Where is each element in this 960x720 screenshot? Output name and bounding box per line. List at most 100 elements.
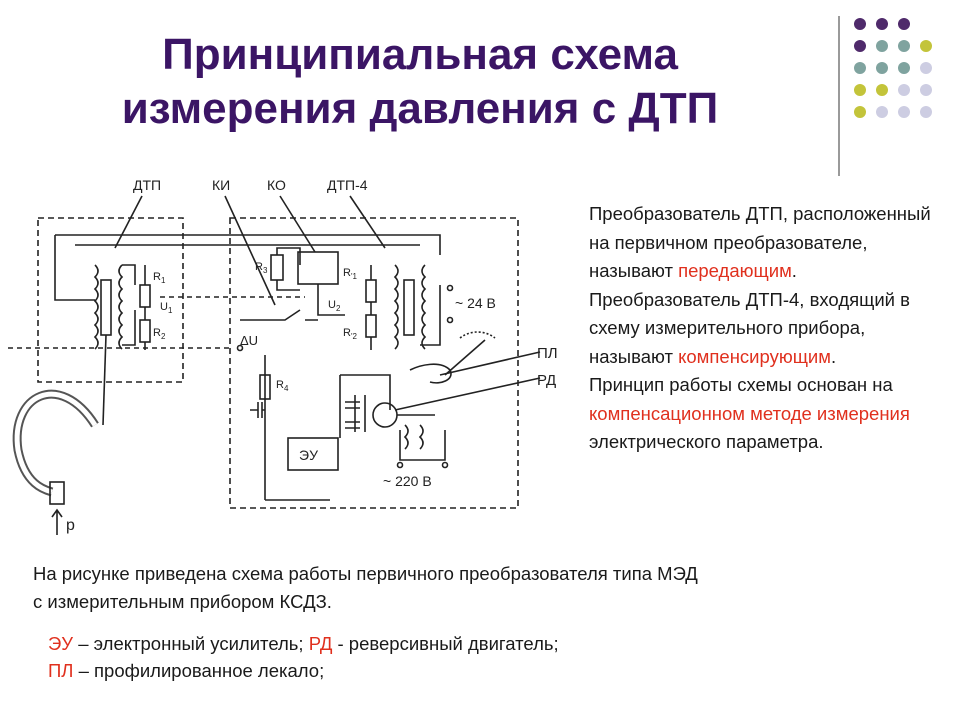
description-p3-text: Принцип работы схемы основан на	[589, 374, 893, 395]
top-bus	[55, 234, 441, 255]
ki-leader	[224, 195, 276, 306]
term-transmitting: передающим	[678, 260, 792, 281]
left-bus	[54, 235, 95, 301]
terminal-220v-a	[396, 461, 404, 469]
figure-caption: На рисунке приведена схема работы первич…	[33, 560, 933, 616]
label-r3-sub: 3	[263, 266, 268, 275]
dtp-core	[100, 279, 112, 336]
description-p2-end: .	[830, 345, 837, 367]
label-eu: ЭУ	[299, 447, 318, 463]
label-u2: U	[328, 299, 336, 311]
amp-output-wiring	[339, 374, 391, 438]
label-ki: КИ	[212, 177, 230, 193]
ko-block	[297, 251, 339, 285]
label-du: ΔU	[240, 333, 258, 348]
dtp-secondary-coil	[118, 264, 124, 350]
decorative-dot-grid	[854, 18, 932, 118]
dot-row-2	[854, 40, 932, 52]
bourdon-tube-inner	[14, 391, 98, 495]
resistor-r3	[270, 254, 284, 281]
label-r2-prime-sub: '2	[351, 332, 358, 341]
plunger-rod	[102, 334, 107, 426]
motor-windings	[403, 424, 424, 450]
input-capacitor	[250, 402, 265, 418]
description-p1-end: .	[791, 260, 797, 281]
label-r2: R	[153, 327, 161, 339]
label-u1-sub: 1	[168, 306, 173, 315]
lower-left-wire	[264, 355, 330, 501]
legend-pl-abbr: ПЛ	[48, 660, 74, 681]
label-r4-sub: 4	[284, 384, 289, 393]
description-paragraph-3: Принцип работы схемы основан на компенса…	[589, 371, 954, 457]
label-u1: U	[160, 301, 168, 313]
right-bus	[420, 285, 441, 346]
label-u2-sub: 2	[336, 304, 341, 313]
terminal-24v-a	[446, 284, 454, 292]
label-r1-sub: 1	[161, 276, 166, 285]
abbreviation-legend: ЭУ – электронный усилитель; РД - реверси…	[48, 630, 928, 684]
resistor-r4	[259, 374, 271, 400]
legend-rd-text: - реверсивный двигатель;	[332, 633, 559, 654]
resistor-r1-prime	[365, 279, 377, 303]
circuit-schematic: ДТП КИ КО ДТП-4 R 1 U 1 R 2 р R 3 R '1 U…	[8, 177, 558, 535]
reversible-motor	[372, 402, 398, 428]
dtp-output-wires	[122, 264, 136, 346]
legend-line-1: ЭУ – электронный усилитель; РД - реверси…	[48, 630, 928, 657]
dot-row-3	[854, 62, 932, 74]
label-pl: ПЛ	[537, 345, 558, 362]
label-dtp: ДТП	[133, 177, 161, 193]
label-ko: КО	[267, 177, 286, 193]
dot-row-4	[854, 84, 932, 96]
dtp4-core	[403, 279, 415, 336]
title-line-1: Принципиальная схема	[162, 30, 678, 79]
label-rd: РД	[537, 372, 556, 389]
label-r1-prime-sub: '1	[351, 272, 358, 281]
label-p: р	[66, 517, 75, 534]
legend-eu-text: – электронный усилитель;	[73, 633, 309, 654]
term-compensation-method: компенсационном методе измерения	[589, 402, 910, 424]
dtp-leader	[114, 195, 143, 249]
amplifier-block	[287, 437, 339, 471]
rd-leader	[394, 377, 541, 411]
phase-capacitors	[345, 401, 360, 429]
pressure-arrow	[51, 508, 63, 535]
description-paragraph-2: Преобразователь ДТП-4, входящий в схему …	[589, 286, 954, 372]
legend-pl-text: – профилированное лекало;	[73, 660, 325, 681]
instrument-enclosure	[229, 217, 519, 509]
dot-row-5	[854, 106, 932, 118]
ki-switch	[240, 309, 318, 321]
legend-line-2: ПЛ – профилированное лекало;	[48, 657, 928, 684]
terminal-24v-b	[446, 316, 454, 324]
pressure-fitting	[49, 481, 65, 505]
legend-rd-abbr: РД	[308, 633, 333, 654]
description-p3-end: электрического параметра.	[589, 431, 824, 452]
label-r1-prime: R	[343, 267, 351, 279]
label-r1: R	[153, 271, 161, 283]
resistor-r2	[139, 319, 151, 343]
label-r4: R	[276, 379, 284, 391]
title-line-2: измерения давления с ДТП	[121, 84, 719, 133]
terminal-220v-b	[441, 461, 449, 469]
motor-supply-wires	[399, 430, 446, 461]
description-p1-text: Преобразователь ДТП, расположенный на пе…	[589, 203, 931, 281]
ko-output	[317, 284, 345, 316]
pl-leader	[439, 351, 541, 376]
slide-title: Принципиальная схема измерения давления …	[60, 28, 780, 136]
description-paragraph-1: Преобразователь ДТП, расположенный на пе…	[589, 200, 954, 286]
label-r3: R	[255, 261, 263, 273]
label-r2-sub: 2	[161, 332, 166, 341]
dtp-primary-coil	[93, 264, 99, 350]
term-compensating: компенсирующим	[678, 345, 831, 367]
dot-row-1	[854, 18, 910, 30]
legend-eu-abbr: ЭУ	[48, 633, 74, 654]
label-dtp4: ДТП-4	[327, 177, 368, 193]
dtp4-primary-coil	[421, 264, 427, 350]
dtp4-secondary-coil	[393, 264, 399, 350]
label-24v: ~ 24 В	[455, 295, 496, 311]
title-divider	[838, 16, 840, 176]
scale-arc	[459, 331, 496, 339]
caption-line-1: На рисунке приведена схема работы первич…	[33, 563, 698, 584]
resistor-r2-prime	[365, 314, 377, 338]
description-text: Преобразователь ДТП, расположенный на пе…	[589, 200, 954, 457]
ko-leader	[279, 195, 316, 253]
